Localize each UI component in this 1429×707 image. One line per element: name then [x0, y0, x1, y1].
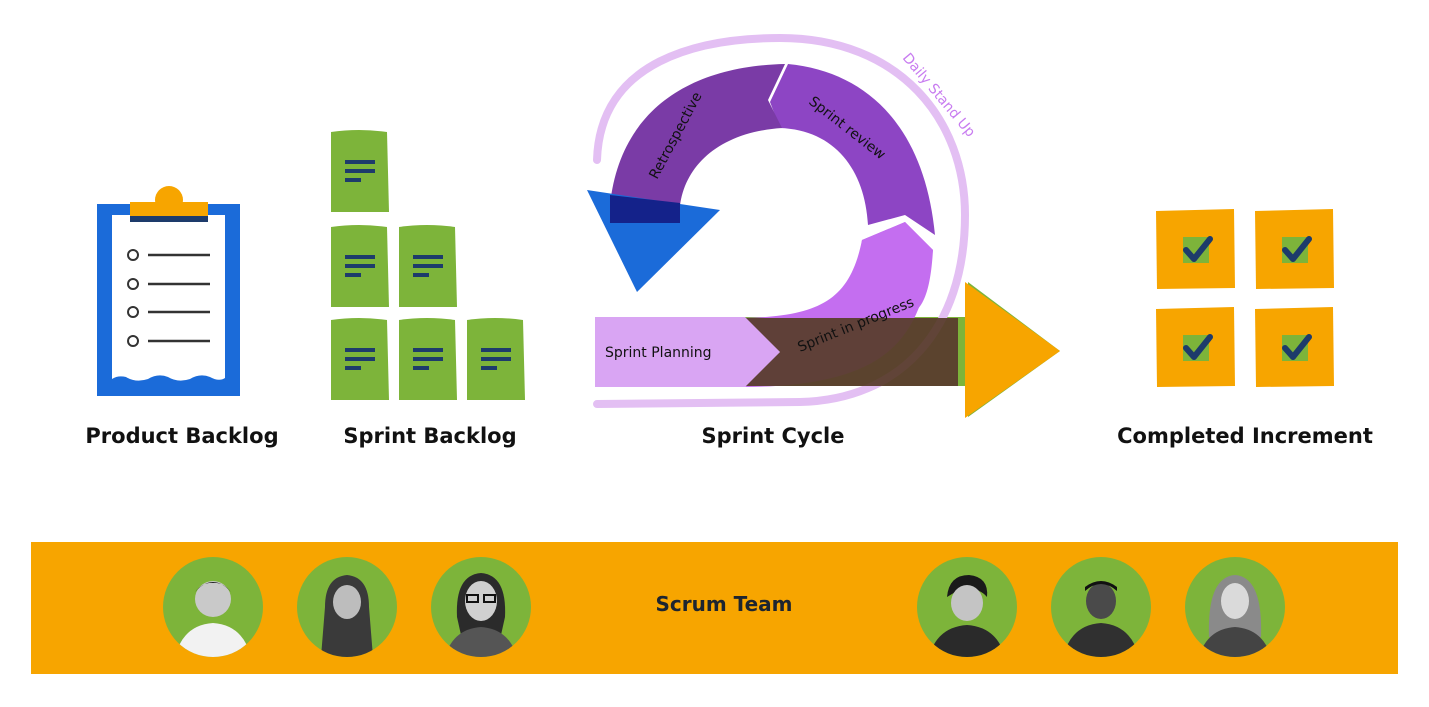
- daily-standup-label: Daily Stand Up: [899, 50, 978, 140]
- document-icon: [399, 318, 457, 400]
- document-icon: [467, 318, 525, 400]
- sprint-cycle-title: Sprint Cycle: [701, 424, 845, 448]
- checkbox-icon: [1255, 209, 1334, 289]
- avatar: [917, 557, 1017, 657]
- document-icon: [331, 130, 389, 212]
- avatar: [431, 557, 531, 657]
- sprint-backlog-title: Sprint Backlog: [343, 424, 517, 448]
- completed-increment-grid: [1150, 205, 1340, 395]
- document-icon: [331, 318, 389, 400]
- checkbox-icon: [1156, 209, 1235, 289]
- product-backlog-title: Product Backlog: [85, 424, 279, 448]
- document-icon: [399, 225, 457, 307]
- clipboard-icon: [97, 186, 240, 396]
- avatar: [297, 557, 397, 657]
- scrum-team-label: Scrum Team: [655, 592, 793, 616]
- checkbox-icon: [1255, 307, 1334, 387]
- avatar: [1185, 557, 1285, 657]
- checkbox-icon: [1156, 307, 1235, 387]
- completed-increment-title: Completed Increment: [1117, 424, 1373, 448]
- sprint-cycle-diagram: Sprint Planning Sprint in progress Sprin…: [587, 33, 1060, 418]
- document-icon: [331, 225, 389, 307]
- sprint-backlog-documents: [331, 130, 525, 400]
- avatar: [163, 557, 263, 657]
- sprint-planning-label: Sprint Planning: [605, 345, 712, 361]
- avatar: [1051, 557, 1151, 657]
